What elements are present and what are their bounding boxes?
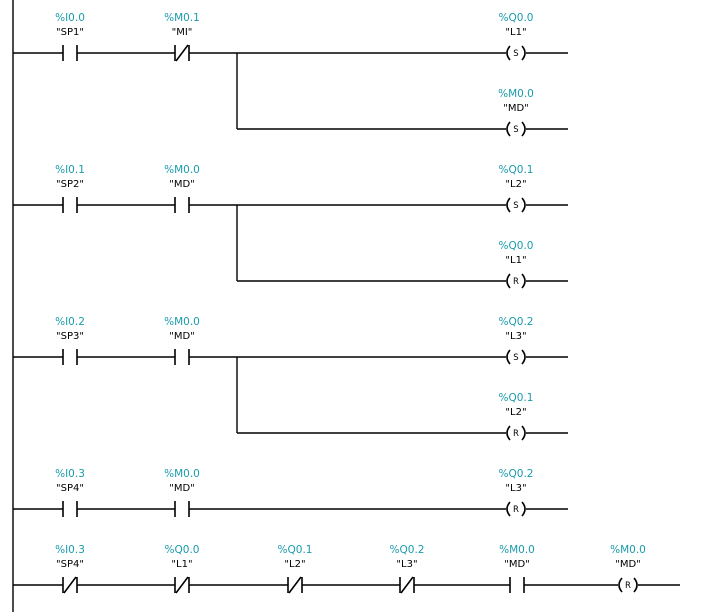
contact-negation-slash bbox=[175, 44, 189, 62]
coil-right-arc bbox=[521, 45, 526, 61]
contact-tag: "L2" bbox=[284, 559, 305, 570]
contact-tag: "MI" bbox=[172, 27, 193, 38]
coil-address: %Q0.2 bbox=[499, 316, 534, 328]
contact-address: %Q0.1 bbox=[278, 544, 313, 556]
reset-coil[interactable]: R %Q0.0 "L1" bbox=[499, 240, 534, 289]
coil-address: %Q0.1 bbox=[499, 164, 534, 176]
coil-type: S bbox=[513, 353, 518, 363]
coil-right-arc bbox=[521, 501, 526, 517]
coil-left-arc bbox=[506, 45, 511, 61]
contact-address: %M0.0 bbox=[164, 316, 200, 328]
contact-tag: "SP1" bbox=[56, 27, 84, 38]
reset-coil[interactable]: R %M0.0 "MD" bbox=[610, 544, 646, 593]
contact-tag: "SP4" bbox=[56, 483, 84, 494]
nc-contact[interactable]: %I0.3 "SP4" bbox=[55, 544, 85, 594]
coil-left-arc bbox=[506, 425, 511, 441]
coil-tag: "L1" bbox=[505, 27, 526, 38]
contact-address: %I0.3 bbox=[55, 544, 85, 556]
coil-tag: "MD" bbox=[615, 559, 641, 570]
no-contact[interactable]: %I0.3 "SP4" bbox=[55, 468, 85, 517]
no-contact[interactable]: %I0.0 "SP1" bbox=[55, 12, 85, 61]
coil-left-arc bbox=[506, 197, 511, 213]
contact-address: %I0.3 bbox=[55, 468, 85, 480]
contact-tag: "SP4" bbox=[56, 559, 84, 570]
coil-address: %Q0.0 bbox=[499, 240, 534, 252]
coil-type: R bbox=[513, 505, 519, 515]
no-contact[interactable]: %M0.0 "MD" bbox=[164, 164, 200, 213]
contact-tag: "SP2" bbox=[56, 179, 84, 190]
coil-tag: "MD" bbox=[503, 103, 529, 114]
contact-address: %M0.0 bbox=[499, 544, 535, 556]
nc-contact[interactable]: %Q0.2 "L3" bbox=[390, 544, 425, 594]
contact-address: %I0.0 bbox=[55, 12, 85, 24]
set-coil[interactable]: S %M0.0 "MD" bbox=[498, 88, 534, 137]
set-coil[interactable]: S %Q0.0 "L1" bbox=[499, 12, 534, 61]
coil-right-arc bbox=[521, 121, 526, 137]
no-contact[interactable]: %M0.0 "MD" bbox=[499, 544, 535, 593]
contact-tag: "MD" bbox=[169, 179, 195, 190]
coil-address: %Q0.1 bbox=[499, 392, 534, 404]
coil-right-arc bbox=[521, 273, 526, 289]
rungs: %I0.0 "SP1" %M0.1 "MI" S %Q0.0 "L1" S %M0.0 "MD"%… bbox=[13, 12, 680, 594]
contact-negation-slash bbox=[400, 576, 414, 594]
coil-left-arc bbox=[618, 577, 623, 593]
coil-tag: "L2" bbox=[505, 407, 526, 418]
contact-address: %M0.0 bbox=[164, 468, 200, 480]
contact-negation-slash bbox=[175, 576, 189, 594]
set-coil[interactable]: S %Q0.2 "L3" bbox=[499, 316, 534, 365]
contact-tag: "MD" bbox=[169, 483, 195, 494]
contact-tag: "L1" bbox=[171, 559, 192, 570]
nc-contact[interactable]: %Q0.0 "L1" bbox=[165, 544, 200, 594]
coil-left-arc bbox=[506, 273, 511, 289]
contact-address: %Q0.0 bbox=[165, 544, 200, 556]
set-coil[interactable]: S %Q0.1 "L2" bbox=[499, 164, 534, 213]
no-contact[interactable]: %M0.0 "MD" bbox=[164, 468, 200, 517]
contact-tag: "MD" bbox=[169, 331, 195, 342]
contact-negation-slash bbox=[63, 576, 77, 594]
no-contact[interactable]: %I0.2 "SP3" bbox=[55, 316, 85, 365]
coil-type: R bbox=[625, 581, 631, 591]
contact-address: %M0.0 bbox=[164, 164, 200, 176]
coil-tag: "L3" bbox=[505, 331, 526, 342]
coil-right-arc bbox=[521, 425, 526, 441]
coil-left-arc bbox=[506, 121, 511, 137]
coil-type: S bbox=[513, 201, 518, 211]
coil-tag: "L1" bbox=[505, 255, 526, 266]
contact-tag: "MD" bbox=[504, 559, 530, 570]
contact-tag: "L3" bbox=[396, 559, 417, 570]
coil-type: R bbox=[513, 277, 519, 287]
contact-negation-slash bbox=[288, 576, 302, 594]
coil-left-arc bbox=[506, 501, 511, 517]
rung: %I0.0 "SP1" %M0.1 "MI" S %Q0.0 "L1" S %M0.0 "MD" bbox=[13, 12, 568, 137]
no-contact[interactable]: %I0.1 "SP2" bbox=[55, 164, 85, 213]
coil-tag: "L2" bbox=[505, 179, 526, 190]
no-contact[interactable]: %M0.0 "MD" bbox=[164, 316, 200, 365]
contact-address: %M0.1 bbox=[164, 12, 200, 24]
contact-address: %Q0.2 bbox=[390, 544, 425, 556]
coil-right-arc bbox=[633, 577, 638, 593]
contact-address: %I0.2 bbox=[55, 316, 85, 328]
contact-address: %I0.1 bbox=[55, 164, 85, 176]
rung: %I0.2 "SP3" %M0.0 "MD" S %Q0.2 "L3" R %Q0.1 "L2" bbox=[13, 316, 568, 441]
coil-right-arc bbox=[521, 349, 526, 365]
coil-right-arc bbox=[521, 197, 526, 213]
coil-type: S bbox=[513, 49, 518, 59]
nc-contact[interactable]: %Q0.1 "L2" bbox=[278, 544, 313, 594]
nc-contact[interactable]: %M0.1 "MI" bbox=[164, 12, 200, 62]
reset-coil[interactable]: R %Q0.1 "L2" bbox=[499, 392, 534, 441]
coil-address: %Q0.0 bbox=[499, 12, 534, 24]
coil-type: S bbox=[513, 125, 518, 135]
coil-left-arc bbox=[506, 349, 511, 365]
contact-tag: "SP3" bbox=[56, 331, 84, 342]
rung: %I0.1 "SP2" %M0.0 "MD" S %Q0.1 "L2" R %Q0.0 "L1" bbox=[13, 164, 568, 289]
rung: %I0.3 "SP4" %M0.0 "MD" R %Q0.2 "L3" bbox=[13, 468, 568, 517]
coil-address: %M0.0 bbox=[498, 88, 534, 100]
coil-type: R bbox=[513, 429, 519, 439]
coil-address: %M0.0 bbox=[610, 544, 646, 556]
coil-tag: "L3" bbox=[505, 483, 526, 494]
rung: %I0.3 "SP4" %Q0.0 "L1" %Q0.1 "L2" %Q0.2 "L3" %M0… bbox=[13, 544, 680, 594]
coil-address: %Q0.2 bbox=[499, 468, 534, 480]
reset-coil[interactable]: R %Q0.2 "L3" bbox=[499, 468, 534, 517]
